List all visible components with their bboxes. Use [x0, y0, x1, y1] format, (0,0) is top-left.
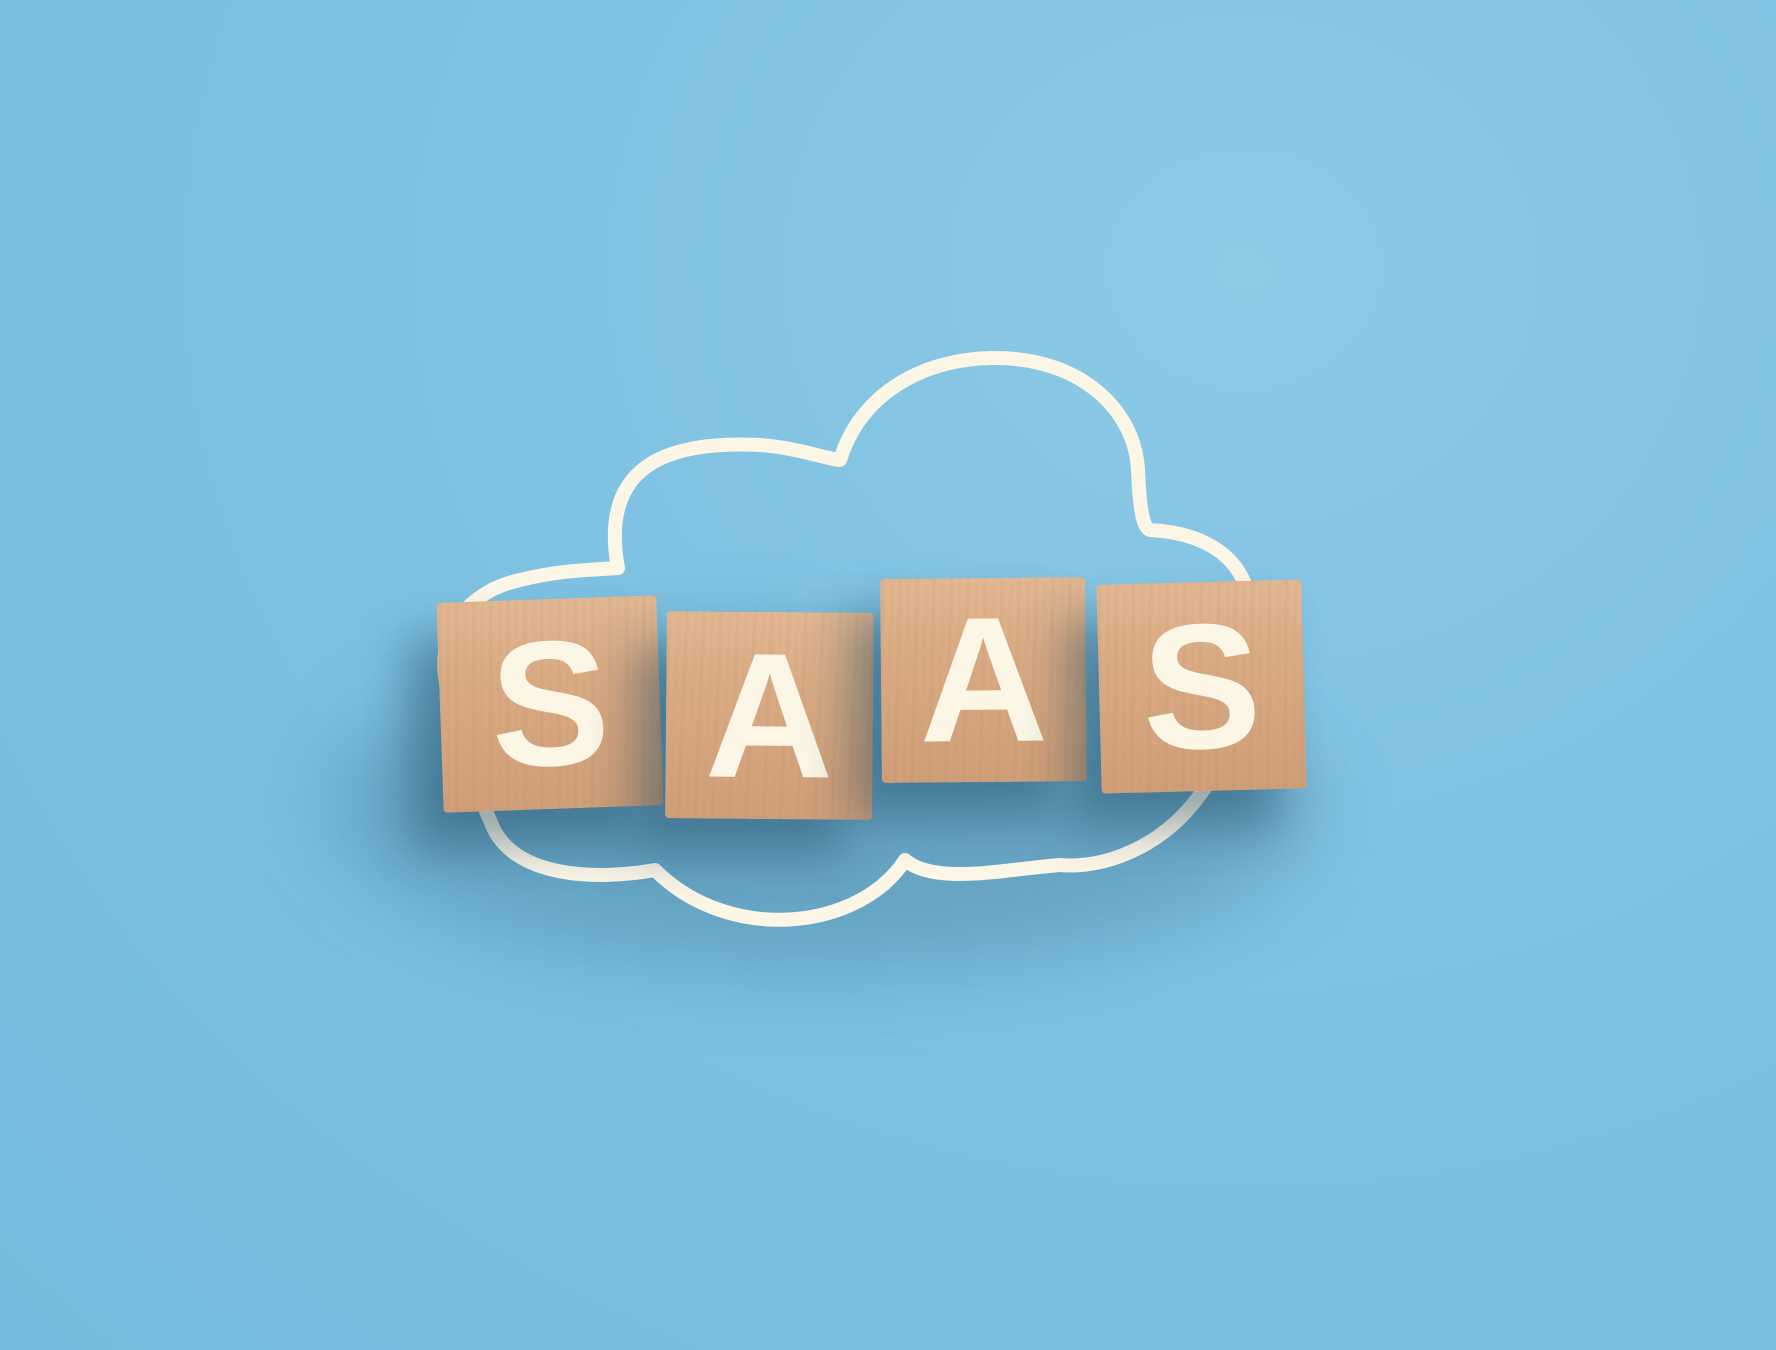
- block-letter: A: [918, 579, 1049, 780]
- block-letter: S: [487, 601, 613, 806]
- letter-block-a-2: A: [880, 577, 1087, 783]
- letter-block-s-2: S: [1096, 579, 1307, 794]
- letter-block-s-1: S: [436, 595, 664, 813]
- block-letter: S: [1139, 584, 1264, 788]
- letter-block-a-1: A: [665, 611, 874, 820]
- block-letter: A: [704, 614, 835, 816]
